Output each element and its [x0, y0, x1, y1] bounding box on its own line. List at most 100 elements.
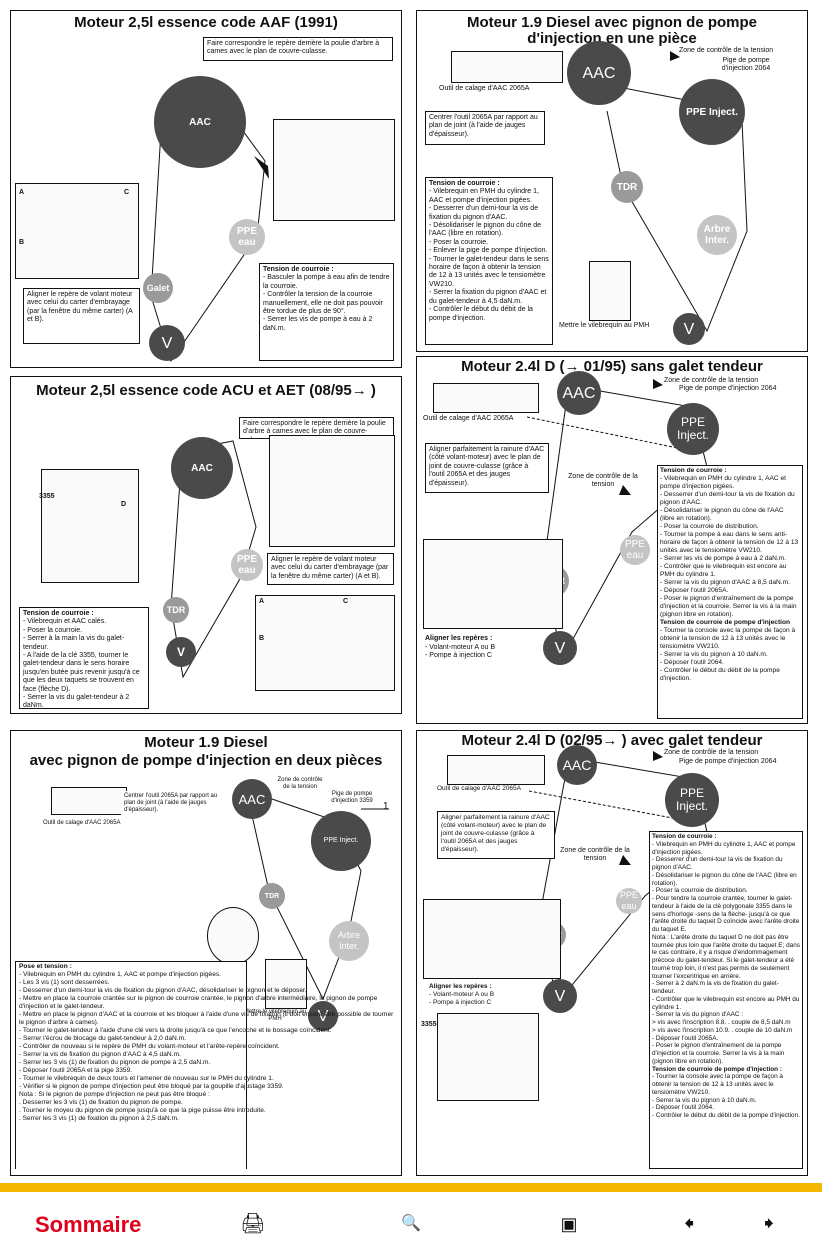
letter-d: D	[121, 501, 127, 508]
center-box: Centrer l'outil 2065A par rapport au pla…	[425, 111, 545, 145]
tool-label: Outil de calage d'AAC 2065A	[437, 785, 521, 792]
align-box: Aligner le repère de volant moteur avec …	[23, 288, 140, 344]
zone-label: Zone de contrôle de la tension	[277, 777, 323, 790]
pose-text: - Vilebrequin en PMH du cylindre 1, AAC …	[19, 971, 394, 1122]
panel-acu-aet: Moteur 2,5l essence code ACU et AET (08/…	[10, 376, 402, 714]
engine-illustration	[273, 119, 395, 221]
arrow-left-icon[interactable]: 🠸	[683, 1213, 695, 1235]
circle-v: V	[543, 631, 577, 665]
zone-label: Zone de contrôle de la tension	[664, 749, 759, 756]
circle-arbre-inter: Arbre Inter.	[329, 921, 369, 961]
tool-illustration	[433, 383, 539, 413]
zone2-label: Zone de contrôle de la tension	[568, 473, 638, 488]
flywheel-illustration	[423, 899, 561, 979]
panel-aaf: Moteur 2,5l essence code AAF (1991) Fair…	[10, 10, 402, 368]
mark-1: 1	[383, 801, 389, 812]
letter-b: B	[19, 239, 25, 246]
tension-text: - Vilebrequin en PMH du cylindre 1, AAC …	[660, 475, 799, 618]
align-marks-text: - Volant-moteur A ou B - Pompe à injecti…	[429, 991, 495, 1006]
panel-19d-one-piece: Moteur 1.9 Diesel avec pignon de pompe d…	[416, 10, 808, 352]
footer-nav	[0, 1192, 822, 1247]
tool-label: Outil de calage d'AAC 2065A	[439, 85, 530, 92]
panel-title: Moteur 2.4l D (→ 01/95) sans galet tende…	[461, 358, 763, 375]
align-marks-title: Aligner les repères :	[429, 983, 492, 990]
flywheel-illustration	[589, 261, 631, 321]
align-marks-title: Aligner les repères :	[425, 635, 493, 642]
panel-24d-sans-galet: Moteur 2.4l D (→ 01/95) sans galet tende…	[416, 356, 808, 724]
zone-label: Zone de contrôle de la tension	[664, 377, 759, 384]
letter-c: C	[343, 598, 349, 605]
printer-icon[interactable]: 🖨	[240, 1213, 266, 1235]
tool-illustration	[451, 51, 563, 83]
panel-19d-two-pieces: Moteur 1.9 Diesel avec pignon de pompe d…	[10, 730, 402, 1176]
letter-c: C	[124, 189, 130, 196]
flywheel-illustration	[15, 183, 139, 279]
pose-box: Pose et tension : - Vilebrequin en PMH d…	[15, 961, 393, 1169]
ref-3355: 3355	[421, 1021, 437, 1028]
circle-aac: AAC	[567, 41, 631, 105]
panel-title: Moteur 1.9 Diesel avec pignon de pompe d…	[466, 14, 758, 47]
circle-v: V	[673, 313, 705, 345]
ref-3355: 3355	[39, 493, 55, 500]
arrow-right-icon[interactable]: 🠺	[763, 1213, 775, 1235]
tension-box: Tension de courroie : - Vilebrequin et A…	[19, 607, 149, 709]
sommaire-link[interactable]: Sommaire	[35, 1212, 142, 1237]
circle-ppe-inject: PPE Inject.	[311, 811, 371, 871]
tension-title: Tension de courroie :	[652, 833, 717, 840]
pump-gear-illustration	[207, 907, 259, 965]
panel-title: Moteur 2,5l essence code AAF (1991)	[74, 14, 338, 31]
note-box: Faire correspondre le repère derrière la…	[203, 37, 393, 61]
circle-v: V	[149, 325, 185, 361]
tension-box: Tension de courroie : - Vilebrequin en P…	[649, 831, 803, 1169]
tool-label: Outil de calage d'AAC 2065A	[423, 415, 514, 422]
tension2-title: Tension de courroie de pompe d'injection	[660, 619, 791, 626]
tensioner-illustration	[437, 1013, 539, 1101]
flywheel-illustration	[255, 595, 395, 691]
tool-label: Outil de calage d'AAC 2065A	[43, 820, 121, 826]
flywheel-illustration	[423, 539, 563, 629]
tool-illustration	[447, 755, 545, 785]
accent-band	[0, 1183, 822, 1192]
circle-tdr: TDR	[611, 171, 643, 203]
pige-label: Pige de pompe d'injection 2064	[679, 758, 777, 765]
tension-box: Tension de courroie : - Vilebrequin en P…	[425, 177, 553, 345]
pige-label: Pige de pompe d'injection 2064	[679, 385, 777, 392]
circle-galet: Galet	[143, 273, 173, 303]
circle-v: V	[166, 637, 196, 667]
circle-ppe-eau: PPE eau	[229, 219, 265, 255]
align-groove-box: Aligner parfaitement la rainure d'AAC (c…	[437, 811, 555, 859]
align-box: Aligner le repère de volant moteur avec …	[267, 553, 394, 585]
zone2-label: Zone de contrôle de la tension	[560, 847, 630, 862]
circle-tdr: TDR	[163, 597, 189, 623]
panel-title-line1: Moteur 1.9 Diesel	[144, 734, 268, 751]
tool-illustration	[51, 787, 127, 815]
circle-arbre-inter: Arbre Inter.	[697, 215, 737, 255]
pose-title: Pose et tension :	[19, 963, 72, 970]
circle-aac: AAC	[154, 76, 246, 168]
letter-a: A	[259, 598, 265, 605]
circle-ppe-eau: PPE eau	[620, 535, 650, 565]
circle-ppe-inject: PPE Inject.	[665, 773, 719, 827]
letter-b: B	[259, 635, 265, 642]
flywheel-illustration	[265, 959, 307, 1009]
circle-tdr: TDR	[259, 883, 285, 909]
pige-label: Pige de pompe d'injection 3359	[331, 791, 373, 804]
tension-title: Tension de courroie :	[429, 180, 500, 187]
tension-title: Tension de courroie :	[23, 610, 94, 617]
panel-title: Moteur 2,5l essence code ACU et AET (08/…	[36, 382, 376, 399]
align-groove-box: Aligner parfaitement la rainure d'AAC (c…	[425, 443, 549, 493]
search-document-icon[interactable]: 🔍	[401, 1215, 421, 1232]
manual-page: Moteur 2,5l essence code AAF (1991) Fair…	[10, 10, 808, 1176]
circle-aac: AAC	[171, 437, 233, 499]
circle-aac: AAC	[557, 745, 597, 785]
circle-ppe-inject: PPE Inject.	[667, 403, 719, 455]
tension-text: - Vilebrequin en PMH du cylindre 1, AAC …	[652, 840, 800, 1065]
pige-label: Pige de pompe d'injection 2064	[721, 57, 771, 72]
tensioner-illustration	[41, 469, 139, 583]
circle-aac: AAC	[232, 779, 272, 819]
circle-ppe-eau: PPE eau	[231, 549, 263, 581]
binoculars-icon[interactable]: ▣	[560, 1214, 578, 1234]
tension-title: Tension de courroie :	[660, 467, 727, 474]
panel-title: Moteur 2.4l D (02/95→ ) avec galet tende…	[461, 732, 763, 749]
tension2-title: Tension de courroie de pompe d'injection…	[652, 1065, 782, 1073]
